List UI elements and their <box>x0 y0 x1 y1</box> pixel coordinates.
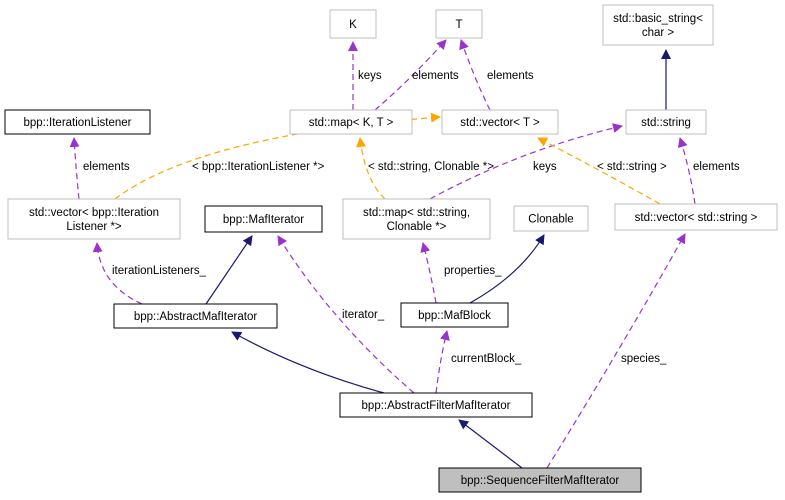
node-box <box>204 205 323 233</box>
edge-usage-AbstractFilterMafIterator-to-MafBlock <box>435 330 450 394</box>
node-box <box>625 109 707 135</box>
edge-usage-map_sC-to-string <box>429 123 623 200</box>
edge-label: keys <box>533 161 557 173</box>
edge-usage-vector_IL-to-IterationListener <box>69 137 80 200</box>
node-box <box>614 203 778 231</box>
node-label: std::map< std::string, <box>363 207 470 219</box>
edge-label: iterator_ <box>342 309 385 321</box>
edge-template-map_sC-to-map_KT <box>356 137 386 200</box>
node-label: std::vector< bpp::Iteration <box>29 207 159 219</box>
node-box <box>329 9 377 39</box>
node-clonable: Clonable <box>513 205 589 232</box>
edge-label: < std::string > <box>597 161 667 173</box>
edge-template-vector_IL-to-vector_T <box>114 112 441 200</box>
edge-usage-MafBlock-to-map_sC <box>420 242 437 304</box>
node-vector-s: std::vector< std::string > <box>614 203 778 231</box>
node-string: std::string <box>625 109 707 135</box>
node-box <box>4 109 151 135</box>
node-label: Listener *> <box>66 221 122 233</box>
edge-inheritance-AbstractMafIterator-to-MafIterator <box>205 235 253 305</box>
edge-label: elements <box>412 70 459 82</box>
node-box <box>438 467 642 493</box>
node-abstractfiltermafiterator[interactable]: bpp::AbstractFilterMafIterator <box>339 392 533 418</box>
node-label: bpp::AbstractFilterMafIterator <box>362 400 511 412</box>
node-label: std::string <box>641 117 691 129</box>
node-label: bpp::AbstractMafIterator <box>134 311 258 323</box>
node-label: bpp::MafIterator <box>223 214 304 226</box>
node-label: std::basic_string< <box>613 13 703 25</box>
edge-usage-AbstractMafIterator-to-vector_IL <box>92 242 143 305</box>
node-vector-t: std::vector< T > <box>441 109 559 135</box>
node-label: Clonable <box>528 214 573 226</box>
node-basic-string: std::basic_string<char > <box>602 4 714 46</box>
node-map-sc: std::map< std::string,Clonable *> <box>342 198 491 240</box>
edge-label: < bpp::IterationListener *> <box>192 161 325 173</box>
edge-label: keys <box>358 70 382 82</box>
edge-usage-SequenceFilterMafIterator-to-vector_s <box>546 233 686 469</box>
edge-usage-vector_s-to-string <box>677 137 696 205</box>
node-label: std::map< K, T > <box>309 117 394 129</box>
node-box <box>7 198 181 240</box>
edge-usage-AbstractFilterMafIterator-to-MafIterator <box>277 235 415 394</box>
edge-label: < std::string, Clonable *> <box>368 161 494 173</box>
node-box <box>513 205 589 232</box>
edge-label: currentBlock_ <box>451 353 522 365</box>
edge-label: elements <box>487 70 534 82</box>
node-iterationlistener[interactable]: bpp::IterationListener <box>4 109 151 135</box>
node-box <box>435 9 483 39</box>
node-label: Clonable *> <box>387 221 447 233</box>
node-box <box>441 109 559 135</box>
node-label: bpp::IterationListener <box>23 117 131 129</box>
edge-inheritance-SequenceFilterMafIterator-to-AbstractFilterMafIterator <box>458 419 523 469</box>
edge-label: species_ <box>621 353 667 365</box>
node-box <box>602 4 714 46</box>
node-mafblock[interactable]: bpp::MafBlock <box>400 302 509 328</box>
node-mafiterator[interactable]: bpp::MafIterator <box>204 205 323 233</box>
node-vector-il: std::vector< bpp::IterationListener *> <box>7 198 181 240</box>
node-label: T <box>455 19 462 31</box>
node-label: char > <box>642 27 675 39</box>
edge-inheritance-MafBlock-to-Clonable <box>469 234 545 304</box>
node-k: K <box>329 9 377 39</box>
node-box <box>342 198 491 240</box>
edge-label: elements <box>693 161 740 173</box>
edge-inheritance-AbstractFilterMafIterator-to-AbstractMafIterator <box>231 331 385 394</box>
node-box <box>339 392 533 418</box>
edge-label: elements <box>83 161 130 173</box>
node-label: std::vector< T > <box>460 117 540 129</box>
edge-usage-vector_T-to-T <box>459 39 491 111</box>
node-box <box>289 109 413 135</box>
node-map-kt: std::map< K, T > <box>289 109 413 135</box>
node-label: K <box>349 19 357 31</box>
node-box <box>113 303 278 329</box>
node-box <box>400 302 509 328</box>
edge-label: properties_ <box>444 265 502 277</box>
node-label: bpp::SequenceFilterMafIterator <box>461 475 620 487</box>
node-sequencefiltermafiterator[interactable]: bpp::SequenceFilterMafIterator <box>438 467 642 493</box>
node-abstractmafiterator[interactable]: bpp::AbstractMafIterator <box>113 303 278 329</box>
node-label: std::vector< std::string > <box>635 212 758 224</box>
edge-template-vector_s-to-vector_T <box>537 137 661 205</box>
edge-label: iterationListeners_ <box>112 265 207 277</box>
node-label: bpp::MafBlock <box>418 310 491 322</box>
node-t: T <box>435 9 483 39</box>
